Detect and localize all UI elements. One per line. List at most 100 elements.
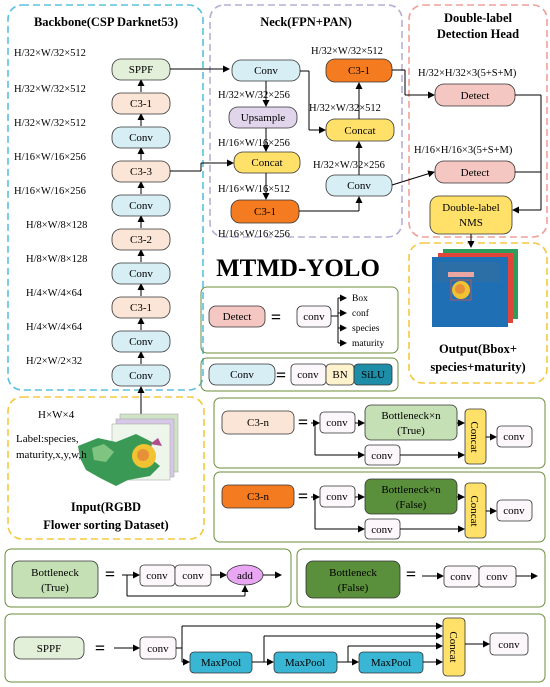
head-title-line1: Double-label: [444, 11, 513, 25]
neck-dim: H/32×W/32×256: [218, 90, 290, 101]
legend-detect-output: species: [352, 324, 380, 334]
backbone-dim: H/4×W/4×64: [26, 288, 83, 299]
backbone-c3-1-bottom-label: C3-1: [130, 302, 152, 314]
backbone-c3-2-label: C3-2: [130, 234, 152, 246]
neck-conv-top-label: Conv: [254, 65, 278, 77]
input-caption-line2: Flower sorting Dataset): [43, 518, 168, 532]
c3-false-name: C3-n: [247, 491, 270, 503]
input-dim: H×W×4: [38, 409, 75, 421]
legend-conv-box: [208, 363, 276, 386]
equals-sign: =: [298, 412, 308, 432]
c3-false-name-box: [221, 484, 295, 509]
c3-true-bottleneck-line1: Bottleneck×n: [381, 410, 441, 422]
backbone-stack: SPPF C3-1 Conv C3-3 Conv C3-2 Conv C3-1 …: [14, 48, 171, 425]
head-frame: [408, 4, 548, 238]
neck-frame: [209, 4, 403, 238]
backbone-dim: H/4×W/4×64: [26, 322, 83, 333]
sppf-concat-label: Concat: [447, 631, 459, 662]
equals-sign: =: [276, 365, 286, 385]
c3-true-name-box: [221, 410, 295, 435]
neck-upsample-label: Upsample: [241, 112, 286, 124]
legend-detect-output: Box: [352, 294, 368, 304]
legend-bottleneck-true-frame: [4, 548, 292, 608]
backbone-conv-1-label: Conv: [129, 370, 153, 382]
backbone-conv-5: [111, 126, 171, 149]
head-detect-2-label: Detect: [461, 167, 490, 179]
legend-c3-true-frame: [213, 397, 546, 469]
legend-sppf: SPPF = conv MaxPool MaxPool MaxPool Conc…: [13, 617, 529, 677]
c3-false-bottleneck-line2: (False): [396, 499, 427, 511]
sppf-maxpool-label: MaxPool: [371, 657, 411, 669]
backbone-c3-1-bottom: [111, 296, 171, 319]
head-nms-line2: NMS: [459, 217, 483, 229]
c3-false-conv-b-label: conv: [371, 524, 393, 536]
neck-concat-left-label: Concat: [251, 157, 282, 169]
backbone-c3-3-label: C3-3: [130, 166, 153, 178]
legend-c3-false: C3-n = conv Bottleneck×n (False) Concat …: [221, 478, 533, 540]
legend-detect-conv-label: conv: [303, 311, 325, 323]
sppf-maxpool-label: MaxPool: [201, 657, 241, 669]
c3-true-concat-label: Concat: [468, 421, 480, 452]
backbone-conv-4: [111, 194, 171, 217]
neck-c3-right-label: C3-1: [348, 65, 370, 77]
backbone-conv-3: [111, 262, 171, 285]
output-image-stack: [432, 249, 518, 327]
backbone-dim: H/16×W/16×256: [14, 152, 86, 163]
input-label-line1: Label:species,: [16, 433, 79, 445]
c3-true-conv-out: [496, 425, 533, 448]
c3-true-conv-a-label: conv: [326, 417, 348, 429]
equals-sign: =: [271, 307, 281, 327]
output-caption-line1: Output(Bbox+: [439, 342, 517, 356]
bottleneck-true-name-line1: Bottleneck: [31, 567, 79, 579]
backbone-conv-3-label: Conv: [129, 268, 153, 280]
input-caption-line1: Input(RGBD: [71, 500, 141, 514]
backbone-conv-5-label: Conv: [129, 132, 153, 144]
c3-true-name: C3-n: [247, 417, 270, 429]
backbone-c3-1-top-label: C3-1: [130, 98, 152, 110]
neck-dim: H/16×W/16×256: [218, 229, 290, 240]
head-title-line2: Detection Head: [437, 27, 519, 41]
input-label-line2: maturity,x,y,w,h: [16, 449, 87, 461]
sppf-conv-out: [489, 632, 529, 656]
c3-false-concat-label: Concat: [468, 495, 480, 526]
bottleneck-true-name-box: [11, 560, 99, 599]
neck-concat-right-label: Concat: [344, 125, 375, 137]
legend-conv-part-silu: [353, 363, 393, 386]
backbone-c3-2: [111, 228, 171, 251]
bottleneck-true-add-label: add: [237, 570, 253, 582]
neck-c3-left-label: C3-1: [254, 206, 276, 218]
legend-conv-part-label: SiLU: [361, 369, 385, 381]
sppf-maxpool-label: MaxPool: [285, 657, 325, 669]
bottleneck-true-conv1-label: conv: [146, 570, 168, 582]
legend-detect: Detect = conv Box conf species maturity: [208, 294, 384, 349]
legend-detect-output: maturity: [352, 339, 384, 349]
bottleneck-true-conv2-label: conv: [182, 570, 204, 582]
output-caption-line2: species+maturity): [430, 360, 525, 374]
bottleneck-false-conv2-label: conv: [486, 571, 508, 583]
backbone-title: Backbone(CSP Darknet53): [34, 15, 178, 29]
legend-sppf-frame: [4, 613, 546, 683]
backbone-conv-2-label: Conv: [129, 336, 153, 348]
backbone-conv-2: [111, 330, 171, 353]
equals-sign: =: [105, 564, 115, 584]
legend-conv-name: Conv: [230, 369, 254, 381]
equals-sign: =: [298, 486, 308, 506]
backbone-dim: H/32×W/32×512: [14, 118, 86, 129]
backbone-dim: H/8×W/8×128: [26, 254, 87, 265]
neck-dim: H/32×W/32×512: [311, 46, 383, 57]
neck-title: Neck(FPN+PAN): [260, 15, 352, 29]
neck-concat-left: [233, 151, 301, 174]
sppf-name: SPPF: [37, 643, 61, 655]
c3-false-bottleneck-line1: Bottleneck×n: [381, 484, 441, 496]
sppf-conv-in-label: conv: [147, 643, 169, 655]
bottleneck-false-conv1-label: conv: [450, 571, 472, 583]
head-dim-2: H/16×H/16×3(5+S+M): [414, 145, 513, 156]
legend-bottleneck-true: Bottleneck (True) = conv conv add: [11, 560, 282, 599]
legend-c3-true: C3-n = conv Bottleneck×n (True) Concat c…: [221, 404, 533, 466]
c3-false-conv-a-label: conv: [326, 491, 348, 503]
legend-detect-frame: [200, 286, 399, 354]
neck-graph: Conv Upsample Concat C3-1 C3-1 Concat Co…: [218, 46, 395, 240]
head-nms-line1: Double-label: [442, 202, 499, 214]
